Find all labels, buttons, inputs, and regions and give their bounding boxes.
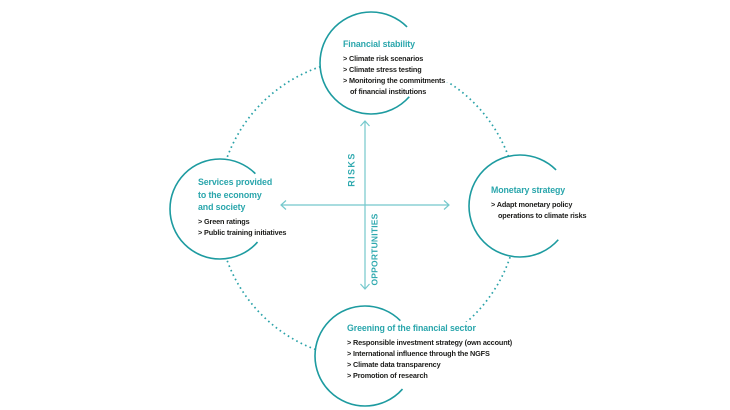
bullet-item: > International influence through the NG… bbox=[347, 348, 490, 358]
risks-axis-label: RISKS bbox=[346, 152, 357, 187]
arrowhead-left-icon bbox=[280, 200, 287, 210]
bullet-item: > Responsible investment strategy (own a… bbox=[347, 337, 513, 347]
node-heading: Monetary strategy bbox=[491, 185, 566, 195]
node-items: > Climate risk scenarios> Climate stress… bbox=[343, 53, 473, 97]
monetary-strategy-circle bbox=[468, 154, 572, 258]
node-heading: Financial stability bbox=[343, 39, 415, 49]
bullet-item: > Climate data transparency bbox=[347, 359, 441, 369]
node-items: > Green ratings> Public training initiat… bbox=[198, 216, 308, 238]
services-circle bbox=[169, 158, 271, 260]
bullet-item: > Public training initiatives bbox=[198, 227, 287, 237]
bullet-item: > Promotion of research bbox=[347, 370, 428, 380]
bullet-item: > Green ratings bbox=[198, 216, 250, 226]
opportunities-axis-label: OPPORTUNITIES bbox=[369, 213, 380, 286]
bullet-item: operations to climate risks bbox=[498, 210, 587, 220]
risks-opportunities-axis bbox=[280, 120, 450, 290]
node-heading: Services provided to the economy and soc… bbox=[198, 177, 273, 213]
text-mask bbox=[254, 38, 596, 380]
arrowhead-up-icon bbox=[360, 120, 370, 127]
bullet-item: > Monitoring the commitments bbox=[343, 75, 446, 85]
arrowhead-right-icon bbox=[443, 200, 450, 210]
bullet-item: > Adapt monetary policy bbox=[491, 199, 573, 209]
bullet-item: of financial institutions bbox=[350, 86, 427, 96]
node-monetary-strategy: Monetary strategy > Adapt monetary polic… bbox=[491, 184, 601, 221]
bullet-item: > Climate risk scenarios bbox=[343, 53, 424, 63]
node-services: Services provided to the economy and soc… bbox=[198, 176, 308, 238]
node-heading: Greening of the financial sector bbox=[347, 323, 476, 333]
bullet-item: > Climate stress testing bbox=[343, 64, 422, 74]
greening-circle bbox=[314, 305, 416, 407]
node-greening: Greening of the financial sector > Respo… bbox=[347, 322, 527, 381]
node-financial-stability: Financial stability > Climate risk scena… bbox=[343, 38, 473, 97]
node-items: > Responsible investment strategy (own a… bbox=[347, 337, 527, 381]
financial-stability-circle bbox=[319, 11, 423, 115]
arrowhead-down-icon bbox=[360, 283, 370, 290]
